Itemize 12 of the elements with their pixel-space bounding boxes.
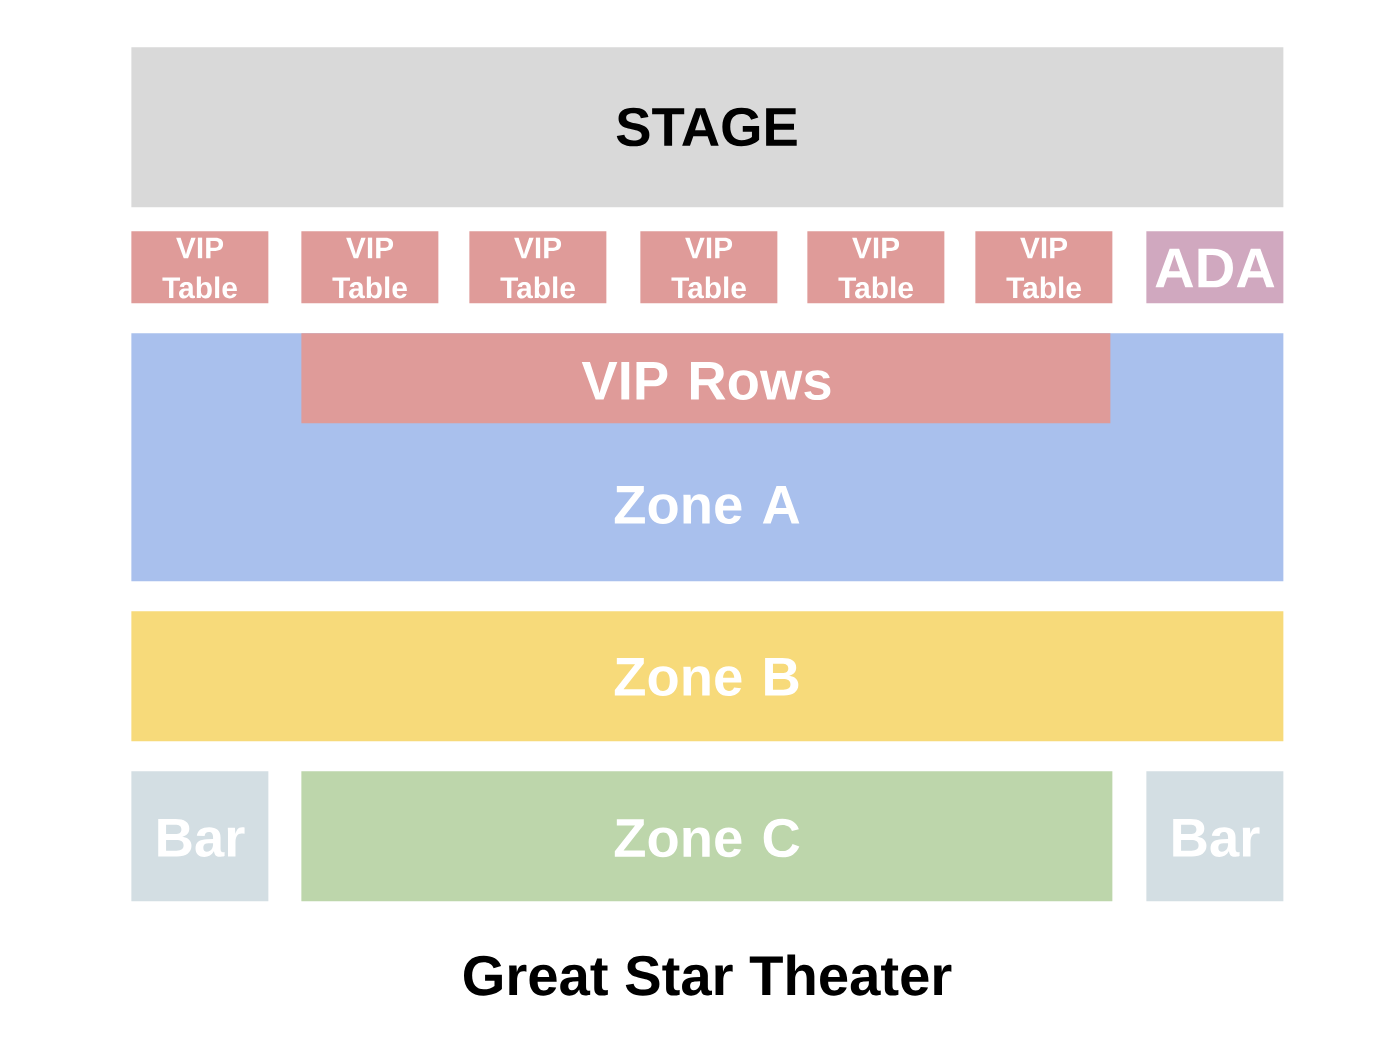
vip-table-box: VIP Table bbox=[469, 231, 607, 304]
ada-box: ADA bbox=[1146, 231, 1284, 304]
vip-table-box: VIP Table bbox=[975, 231, 1113, 304]
seating-zone: VIP Rows bbox=[301, 333, 1111, 424]
venue-title: Great Star Theater bbox=[464, 954, 952, 996]
seating-zone: Zone B bbox=[131, 611, 1284, 742]
vip-table-box: VIP Table bbox=[131, 231, 269, 304]
seating-zone: Zone C bbox=[301, 771, 1113, 902]
vip-table-box: VIP Table bbox=[301, 231, 439, 304]
stage-area: STAGE bbox=[131, 47, 1284, 208]
vip-table-box: VIP Table bbox=[640, 231, 778, 304]
vip-table-box: VIP Table bbox=[807, 231, 945, 304]
